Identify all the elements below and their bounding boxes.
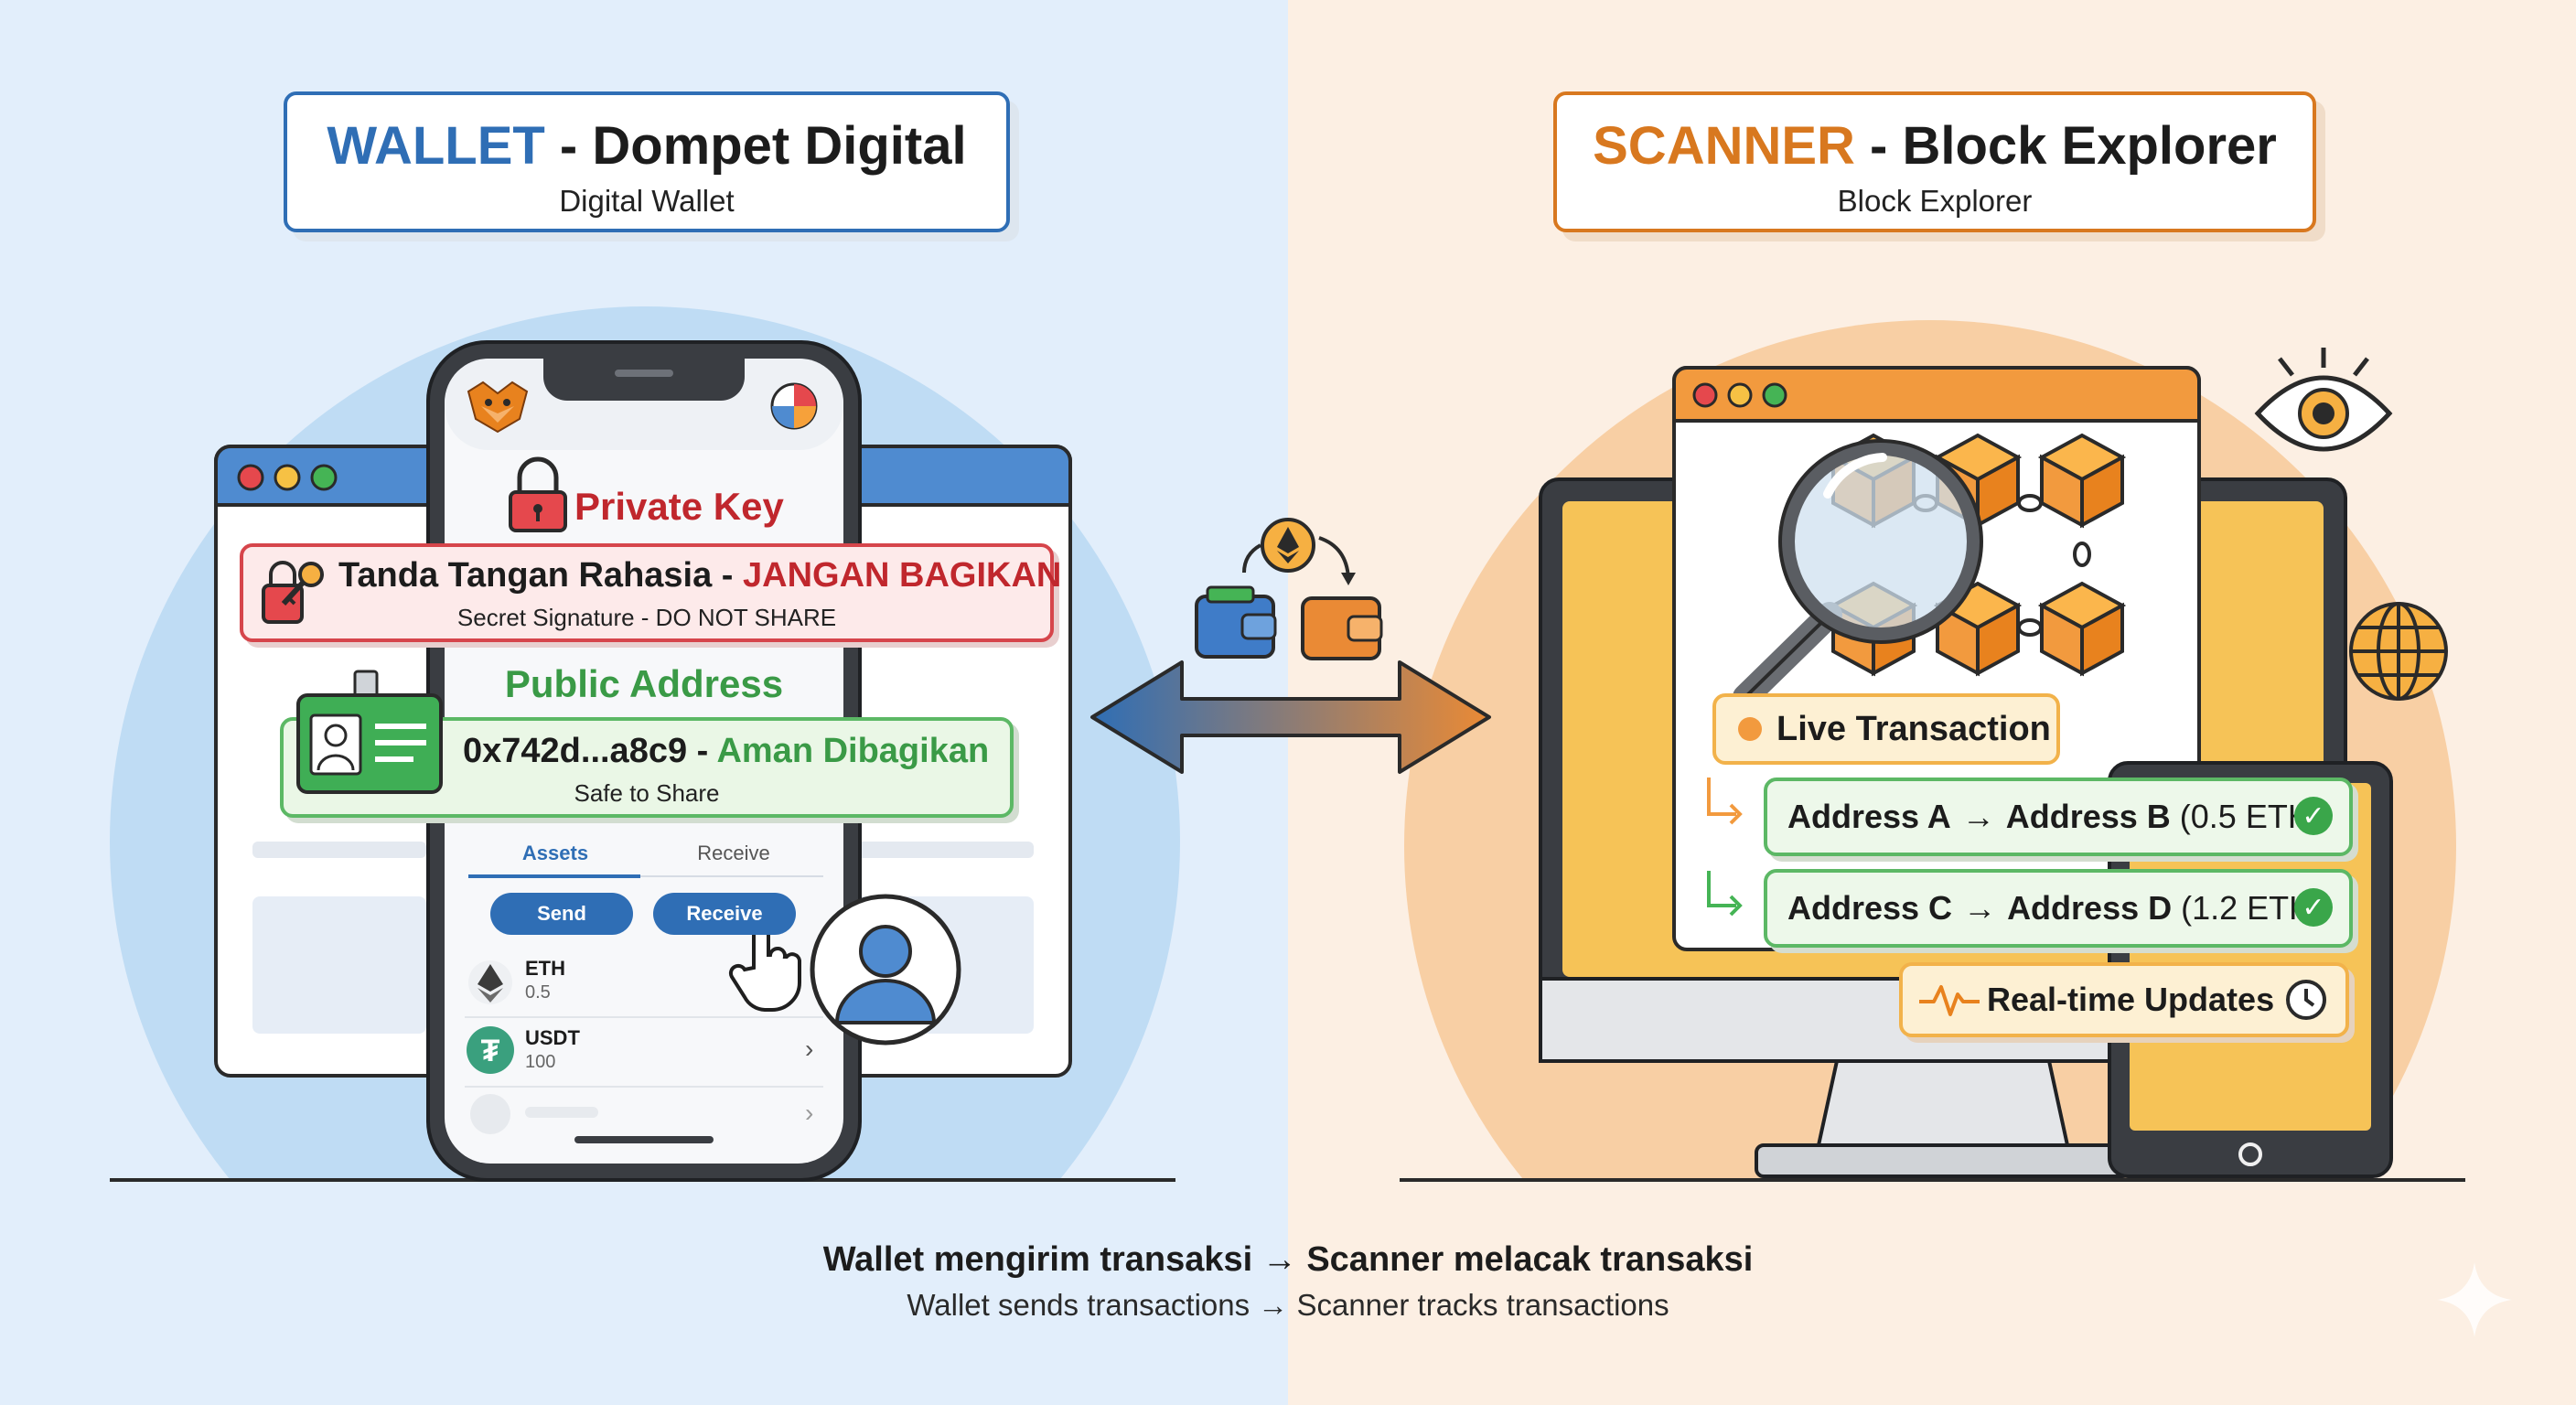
block-cube xyxy=(2037,581,2127,677)
receive-button[interactable]: Receive xyxy=(653,893,796,935)
live-dot-icon xyxy=(1738,717,1762,741)
tab-receive[interactable]: Receive xyxy=(697,842,770,864)
fox-logo-icon xyxy=(467,381,529,434)
send-button[interactable]: Send xyxy=(490,893,633,935)
private-key-label: Tanda Tangan Rahasia - JANGAN BAGIKAN xyxy=(338,556,1062,595)
account-avatar-icon xyxy=(770,382,818,430)
asset-eth-amount: 0.5 xyxy=(525,982,551,1003)
realtime-updates-label: Real-time Updates xyxy=(1987,981,2275,1018)
transaction-row[interactable]: Address A → Address B (0.5 ETH) ✓ xyxy=(1764,778,2353,856)
check-icon: ✓ xyxy=(2294,888,2333,927)
lock-icon xyxy=(509,456,567,532)
asset-usdt-amount: 100 xyxy=(525,1052,556,1072)
svg-text:₮: ₮ xyxy=(481,1034,500,1068)
private-key-box: Tanda Tangan Rahasia - JANGAN BAGIKAN Se… xyxy=(240,543,1061,642)
orange-wallet-icon xyxy=(1301,596,1383,660)
arrow-right-icon: → xyxy=(1961,798,1995,835)
window-minimize-dot xyxy=(274,464,301,491)
tab-assets[interactable]: Assets xyxy=(521,842,589,864)
magnifying-glass-icon xyxy=(1733,439,1983,710)
realtime-updates-badge: Real-time Updates xyxy=(1899,962,2349,1037)
globe-icon xyxy=(2349,602,2448,701)
wallet-title: WALLET - Dompet Digital xyxy=(327,116,967,176)
eye-icon xyxy=(2254,348,2393,452)
wallet-subtitle: Digital Wallet xyxy=(559,184,735,218)
window-close-dot xyxy=(237,464,264,491)
block-cube xyxy=(2037,433,2127,529)
wallet-title-card: WALLET - Dompet Digital Digital Wallet xyxy=(284,91,1010,232)
double-arrow-icon xyxy=(1090,660,1491,774)
ethereum-coin-icon xyxy=(1261,518,1315,573)
transaction-row[interactable]: Address C → Address D (1.2 ETH) ✓ xyxy=(1764,869,2353,948)
svg-text:›: › xyxy=(805,1099,813,1127)
window-maximize-dot xyxy=(310,464,338,491)
tx-from: Address C xyxy=(1787,889,1953,927)
scanner-subtitle: Block Explorer xyxy=(1837,184,2033,218)
tx-to: Address B xyxy=(2005,798,2171,835)
private-key-sublabel: Secret Signature - DO NOT SHARE xyxy=(456,604,837,631)
block-cube xyxy=(1933,581,2023,677)
caption-sub: Wallet sends transactions → Scanner trac… xyxy=(907,1288,1669,1322)
public-address-sublabel: Safe to Share xyxy=(574,779,720,807)
blue-wallet-icon xyxy=(1195,585,1277,659)
id-card-icon xyxy=(296,670,443,794)
public-address-heading: Public Address xyxy=(504,662,784,705)
asset-usdt-symbol[interactable]: USDT xyxy=(525,1026,580,1049)
scanner-title-card: SCANNER - Block Explorer Block Explorer xyxy=(1553,91,2316,232)
sparkle-icon xyxy=(2437,1262,2512,1337)
live-transaction-badge: Live Transaction xyxy=(1712,693,2060,765)
tx-to: Address D xyxy=(2007,889,2173,927)
scanner-title: SCANNER - Block Explorer xyxy=(1593,116,2277,176)
user-avatar-icon xyxy=(810,894,961,1046)
check-icon: ✓ xyxy=(2294,797,2333,835)
live-transaction-label: Live Transaction xyxy=(1776,709,2051,748)
caption-main: Wallet mengirim transaksi → Scanner mela… xyxy=(822,1240,1754,1279)
clock-icon xyxy=(2286,980,2326,1020)
pulse-icon xyxy=(1919,985,1980,1016)
key-icon xyxy=(262,561,324,624)
private-key-heading: Private Key xyxy=(574,485,784,528)
tx-from: Address A xyxy=(1787,798,1951,835)
connection-illustration xyxy=(1090,518,1491,774)
svg-text:›: › xyxy=(805,1035,813,1063)
arrow-right-icon: → xyxy=(1963,889,1997,927)
asset-eth-symbol[interactable]: ETH xyxy=(525,957,565,980)
usdt-icon xyxy=(467,1026,514,1074)
public-address-value: 0x742d...a8c9 - Aman Dibagikan xyxy=(463,732,990,770)
